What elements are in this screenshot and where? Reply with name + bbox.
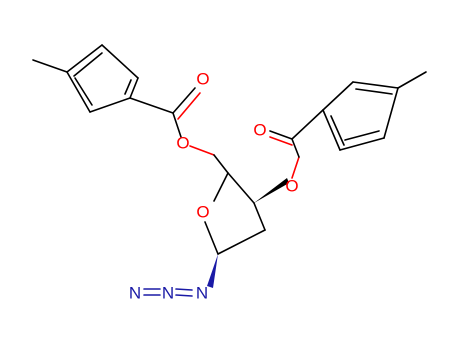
right-wedge-bond: [254, 178, 289, 203]
left-ester-oxygen-bond: [189, 145, 215, 156]
right-ester-oxygen-bond: [291, 156, 300, 179]
right-ring-bond: [322, 81, 354, 111]
ring-bond: [217, 229, 266, 255]
azide-double-bond: [175, 288, 193, 291]
left-methyl-bond: [32, 59, 68, 73]
azide-group: [143, 254, 218, 297]
right-toluoyl-group: [254, 71, 427, 203]
left-ring-bond: [129, 77, 139, 99]
left-toluoyl-group: [32, 44, 215, 156]
right-ring-bond: [339, 137, 385, 151]
right-methyl-bond: [397, 71, 427, 89]
left-ring-bond: [66, 44, 103, 73]
oxygen-ester-left-label: O: [176, 134, 189, 153]
ring-bond: [253, 202, 266, 231]
right-oxygen-to-carbonyl-bond: [291, 138, 300, 158]
right-carbonyl-double-bond: [269, 136, 293, 146]
ring-methylene-bond: [213, 154, 229, 174]
left-ring-bond: [101, 44, 139, 79]
oxygen-ring-label: O: [196, 203, 209, 222]
left-carbonyl-to-oxygen-bond: [172, 112, 182, 138]
left-ring-inner-bond: [124, 79, 132, 95]
right-carbonyl-bond: [269, 130, 293, 140]
right-ring-inner-bond: [330, 115, 345, 146]
azide-double-bond: [175, 294, 193, 297]
left-carbonyl-bond: [172, 87, 196, 114]
left-ring-bond: [66, 71, 91, 113]
nitrogen-terminal-label: N: [129, 284, 141, 303]
right-ring-inner-bond: [355, 88, 393, 95]
right-ring-bond: [352, 81, 399, 89]
left-ring-inner-bond: [73, 52, 103, 77]
right-ring-bond: [383, 87, 399, 139]
oxygen-ester-right-label: O: [285, 177, 298, 196]
left-ring-to-carbonyl-bond: [129, 97, 174, 114]
right-carbonyl-to-ring-bond: [291, 109, 324, 140]
right-ring-inner-bond: [344, 130, 380, 141]
left-carbonyl-double-bond: [177, 92, 201, 120]
oxygen-carbonyl-left-label: O: [196, 70, 209, 89]
azide-wedge-bond: [207, 254, 218, 288]
ring-bond: [213, 172, 229, 202]
ring-bond: [227, 172, 255, 204]
sugar-ring: [204, 154, 266, 255]
nitrogen-central-label: N: [162, 284, 174, 303]
left-ring-inner-bond: [74, 77, 93, 106]
oxygen-carbonyl-right-label: O: [253, 121, 266, 140]
atom-labels: O O O O O N N N: [129, 70, 299, 303]
ring-bond: [204, 221, 219, 255]
nitrogen-attached-label: N: [196, 284, 208, 303]
left-ring-bond: [89, 97, 131, 113]
right-ring-bond: [322, 109, 341, 151]
